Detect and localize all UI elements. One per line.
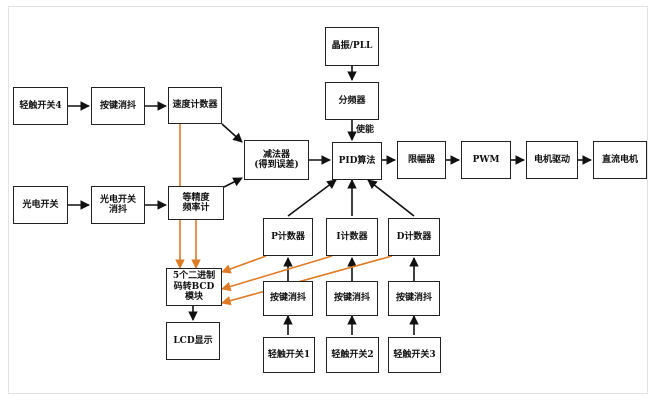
debounce3-block: 按键消抖 [388,281,440,316]
switch3-block: 轻触开关3 [388,337,441,373]
lcd-display-block: LCD显示 [166,322,220,360]
debounce2-label: 按键消抖 [333,293,370,304]
debounce1-block: 按键消抖 [263,281,313,316]
speed-counter-label: 速度计数器 [172,100,218,111]
lcd-display-label: LCD显示 [173,335,213,346]
pwm-label: PWM [472,154,500,165]
wire-pcounter-bcd [221,255,267,274]
debounce3-label: 按键消抖 [395,293,432,304]
pid-block: PID算法 [332,142,382,180]
debounce4-label: 按键消抖 [99,100,136,111]
subtractor-label: 减法器 (得到误差) [254,149,299,170]
wire-speed-subtractor [221,123,243,143]
divider-block: 分频器 [325,82,379,120]
wire-dcounter-bcd [221,255,393,306]
debounce4-block: 按键消抖 [91,87,145,125]
switch1-block: 轻触开关1 [263,337,315,373]
debounce2-block: 按键消抖 [326,281,378,316]
photo-debounce-block: 光电开关 消抖 [91,186,145,224]
switch4-label: 轻触开关4 [19,100,62,111]
limiter-block: 限幅器 [397,141,446,179]
switch1-label: 轻触开关1 [267,349,311,360]
wire-icounter-bcd [221,255,333,292]
photo-debounce-label: 光电开关 消抖 [99,194,136,215]
dc-motor-block: 直流电机 [593,141,647,179]
bcd-convert-label: 5个二进制 码转BCD 模块 [172,271,216,303]
switch2-block: 轻触开关2 [326,337,379,373]
photo-switch-block: 光电开关 [13,186,68,224]
freq-meter-label: 等精度 频率计 [182,192,210,213]
divider-label: 分频器 [338,95,366,106]
speed-counter-block: 速度计数器 [168,87,222,124]
switch2-label: 轻触开关2 [331,349,374,360]
bcd-convert-block: 5个二进制 码转BCD 模块 [166,268,222,306]
crystal-pll-label: 晶振/PLL [331,41,373,52]
switch4-block: 轻触开关4 [13,87,68,125]
dc-motor-label: 直流电机 [601,154,638,165]
photo-switch-label: 光电开关 [22,199,59,210]
wire-freq-subtractor [223,177,243,188]
pwm-block: PWM [461,141,511,179]
freq-meter-block: 等精度 频率计 [168,186,224,220]
diagram-frame [8,6,648,394]
debounce1-label: 按键消抖 [269,293,306,304]
pid-label: PID算法 [338,155,376,166]
d-counter-label: D计数器 [396,231,432,242]
i-counter-label: I计数器 [336,231,368,242]
wire-dcounter-pid [367,179,415,217]
p-counter-label: P计数器 [271,231,305,242]
subtractor-block: 减法器 (得到误差) [244,140,309,180]
switch3-label: 轻触开关3 [393,349,436,360]
limiter-label: 限幅器 [407,154,435,165]
motor-drive-block: 电机驱动 [526,141,578,179]
enable-label: 使能 [356,125,375,135]
crystal-pll-block: 晶振/PLL [325,27,379,66]
d-counter-block: D计数器 [388,218,440,256]
wire-pcounter-pid [287,179,337,217]
p-counter-block: P计数器 [263,218,313,256]
motor-drive-label: 电机驱动 [533,154,570,165]
i-counter-block: I计数器 [326,218,378,256]
